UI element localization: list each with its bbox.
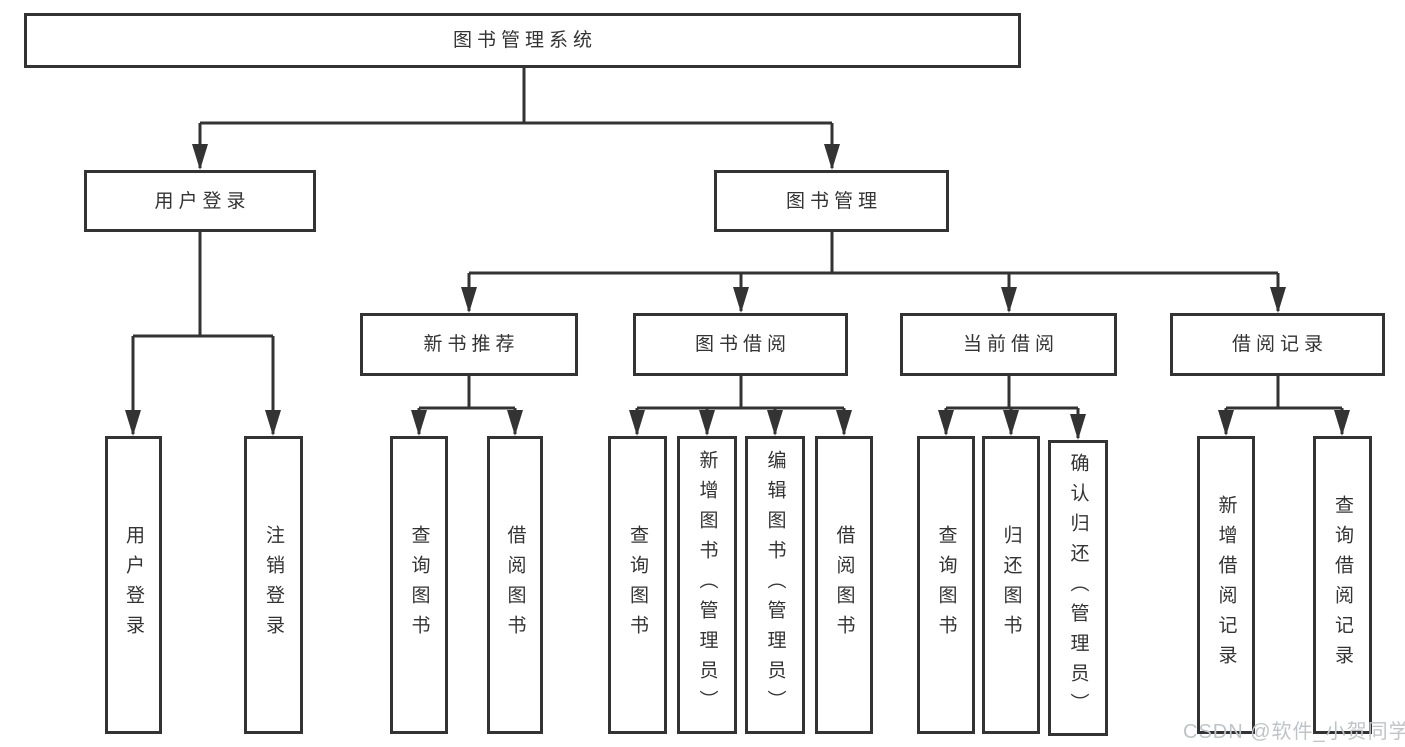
node-new-book-recommendation: 新书推荐 [360,313,578,376]
leaf-query-books-borrowing: 查询图书 [608,436,667,734]
node-book-borrowing: 图书借阅 [633,313,848,376]
leaf-logout: 注销登录 [244,436,303,734]
leaf-add-book-admin: 新增图书（管理员） [677,436,737,734]
node-root: 图书管理系统 [24,13,1021,68]
leaf-edit-book-admin: 编辑图书（管理员） [745,436,805,734]
leaf-query-books-current: 查询图书 [917,436,975,734]
node-book-management: 图书管理 [714,170,949,232]
leaf-confirm-return-admin: 确认归还（管理员） [1048,440,1108,736]
leaf-query-borrow-record: 查询借阅记录 [1313,436,1372,734]
node-user-login: 用户登录 [84,170,316,232]
leaf-add-borrow-record: 新增借阅记录 [1197,436,1255,734]
leaf-query-books-recommend: 查询图书 [390,436,448,734]
node-current-borrowing: 当前借阅 [900,313,1117,376]
watermark: CSDN @软件_小贺同学 [1183,721,1405,743]
leaf-return-book: 归还图书 [982,436,1040,734]
leaf-user-login: 用户登录 [105,436,162,734]
leaf-borrow-books-recommend: 借阅图书 [487,436,543,734]
leaf-borrow-books-borrowing: 借阅图书 [815,436,873,734]
node-borrowing-records: 借阅记录 [1170,313,1385,376]
